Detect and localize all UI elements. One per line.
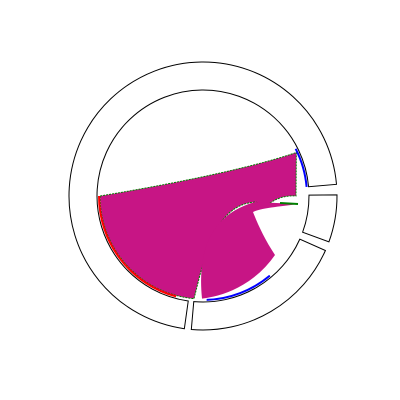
ribbon-c-to-b bbox=[201, 202, 298, 299]
segment-arc-c bbox=[190, 238, 327, 331]
ribbons-layer bbox=[98, 148, 308, 301]
ribbon-edge-bottom bbox=[206, 274, 271, 301]
segment-arc-b bbox=[301, 194, 338, 243]
ribbon-edge-right bbox=[294, 148, 308, 188]
ribbon-edge-left bbox=[98, 195, 177, 298]
ribbon-edge-tick bbox=[279, 202, 299, 205]
segment-arc-a bbox=[68, 61, 338, 330]
segments-layer bbox=[68, 61, 338, 331]
ribbon-a-to-c bbox=[99, 151, 297, 300]
